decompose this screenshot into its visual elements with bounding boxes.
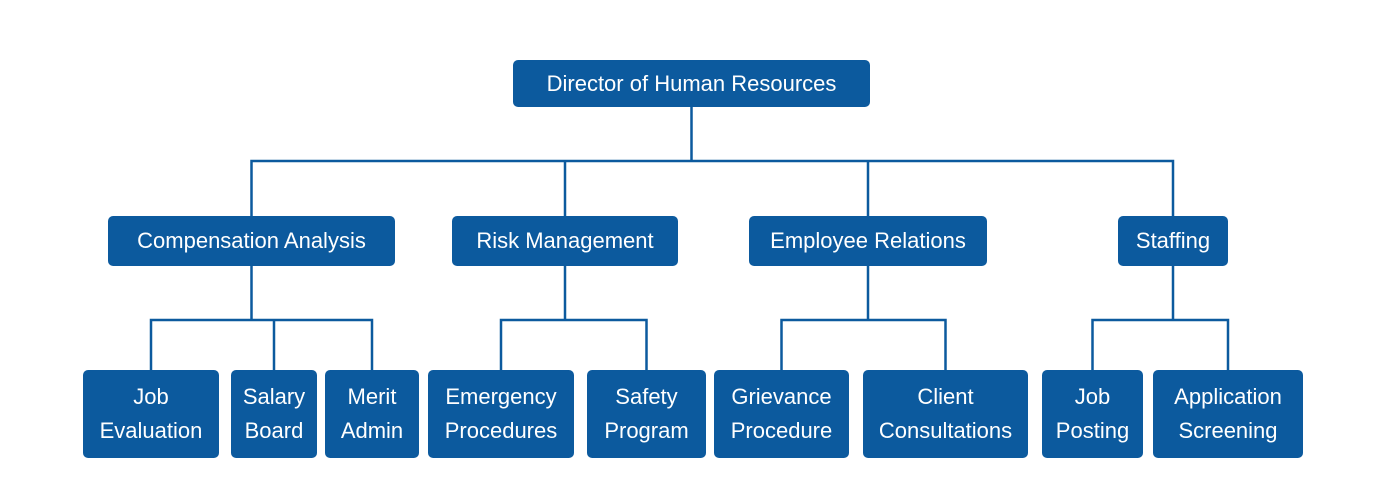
node-risk-management[interactable]: Risk Management bbox=[452, 216, 678, 266]
node-job-posting[interactable]: Job Posting bbox=[1042, 370, 1143, 458]
node-application-screening[interactable]: Application Screening bbox=[1153, 370, 1303, 458]
connector-level1 bbox=[250, 105, 1175, 218]
node-job-evaluation[interactable]: Job Evaluation bbox=[83, 370, 219, 458]
connector-risk bbox=[499, 264, 648, 372]
node-emergency-procedures[interactable]: Emergency Procedures bbox=[428, 370, 574, 458]
node-staffing[interactable]: Staffing bbox=[1118, 216, 1228, 266]
connector-employee bbox=[780, 264, 947, 372]
connector-compensation bbox=[149, 264, 374, 372]
node-grievance-procedure[interactable]: Grievance Procedure bbox=[714, 370, 849, 458]
node-employee-relations[interactable]: Employee Relations bbox=[749, 216, 987, 266]
node-compensation-analysis[interactable]: Compensation Analysis bbox=[108, 216, 395, 266]
node-safety-program[interactable]: Safety Program bbox=[587, 370, 706, 458]
node-client-consultations[interactable]: Client Consultations bbox=[863, 370, 1028, 458]
node-salary-board[interactable]: Salary Board bbox=[231, 370, 317, 458]
node-director-of-human-resources[interactable]: Director of Human Resources bbox=[513, 60, 870, 107]
connector-staffing bbox=[1091, 264, 1230, 372]
node-merit-admin[interactable]: Merit Admin bbox=[325, 370, 419, 458]
